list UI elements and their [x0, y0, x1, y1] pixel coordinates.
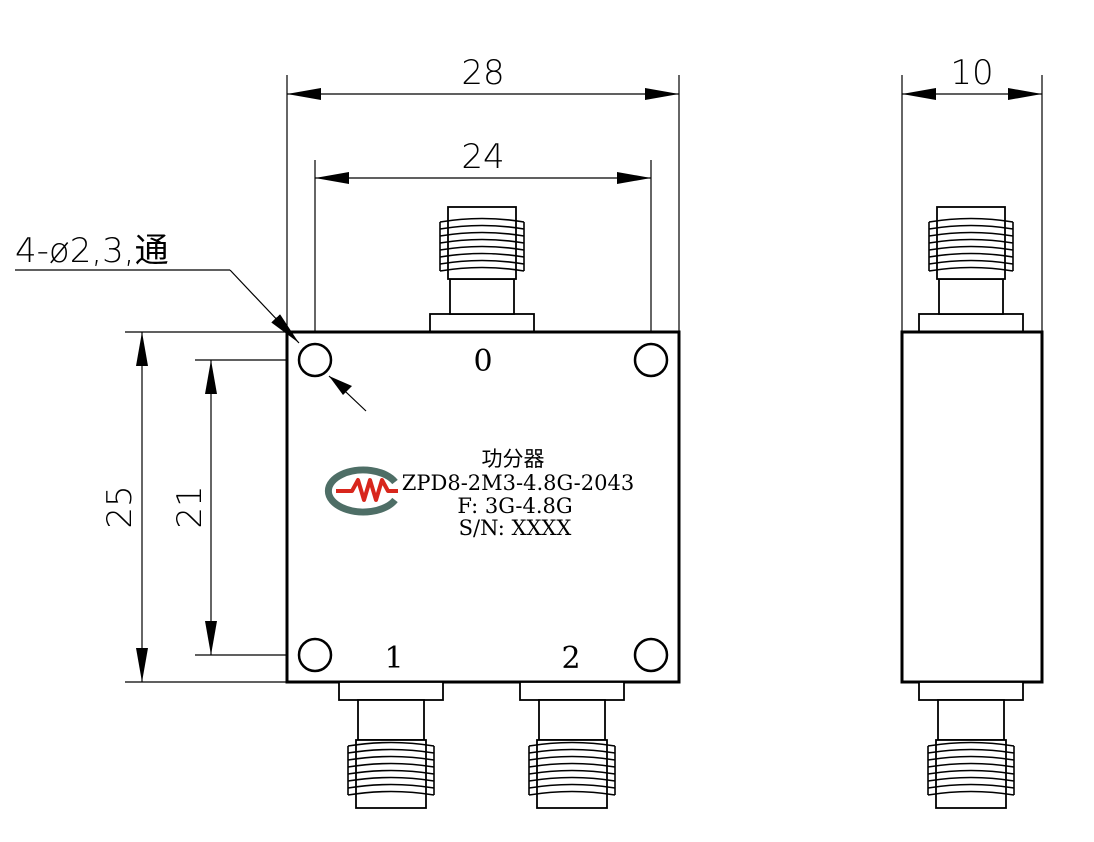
serial-number: S/N: XXXX — [459, 516, 572, 540]
side-bottom-connector — [918, 681, 1024, 809]
dim-10-label: 10 — [950, 53, 993, 93]
mounting-hole — [633, 342, 669, 378]
side-top-connector — [918, 206, 1024, 333]
dimension-overall-height: 25 — [100, 331, 287, 683]
dim-21-label: 21 — [170, 485, 210, 528]
dimension-depth: 10 — [901, 53, 1043, 332]
dim-24-label: 24 — [461, 137, 504, 177]
dimension-overall-width: 28 — [286, 53, 680, 332]
hole-callout: 4-ø2,3,通 — [15, 231, 367, 412]
mounting-hole — [297, 342, 333, 378]
company-logo-icon — [324, 466, 398, 516]
body-outline — [285, 330, 681, 684]
side-view: 10 — [900, 53, 1044, 809]
port-label-1: 1 — [384, 641, 403, 676]
dim-28-label: 28 — [461, 53, 504, 93]
frequency-range: F: 3G-4.8G — [457, 494, 572, 518]
bottom-connector-2 — [519, 681, 625, 809]
front-view: 0 1 2 功分器 ZPD8-2M3-4.8G-2043 F: 3G-4.8G … — [285, 206, 681, 809]
thread-top — [439, 217, 525, 272]
dimension-hole-spacing-x: 24 — [314, 137, 652, 332]
side-body-outline — [900, 330, 1044, 684]
model-number: ZPD8-2M3-4.8G-2043 — [402, 471, 634, 495]
bottom-connector-1 — [338, 681, 444, 809]
hole-callout-label: 4-ø2,3,通 — [15, 231, 169, 271]
product-name: 功分器 — [482, 447, 545, 471]
mounting-hole — [297, 637, 333, 673]
port-label-0: 0 — [473, 344, 492, 379]
mounting-hole — [633, 637, 669, 673]
dimension-hole-spacing-y: 21 — [170, 359, 287, 656]
dim-25-label: 25 — [100, 485, 140, 528]
top-connector — [429, 206, 535, 333]
port-label-2: 2 — [561, 641, 580, 676]
